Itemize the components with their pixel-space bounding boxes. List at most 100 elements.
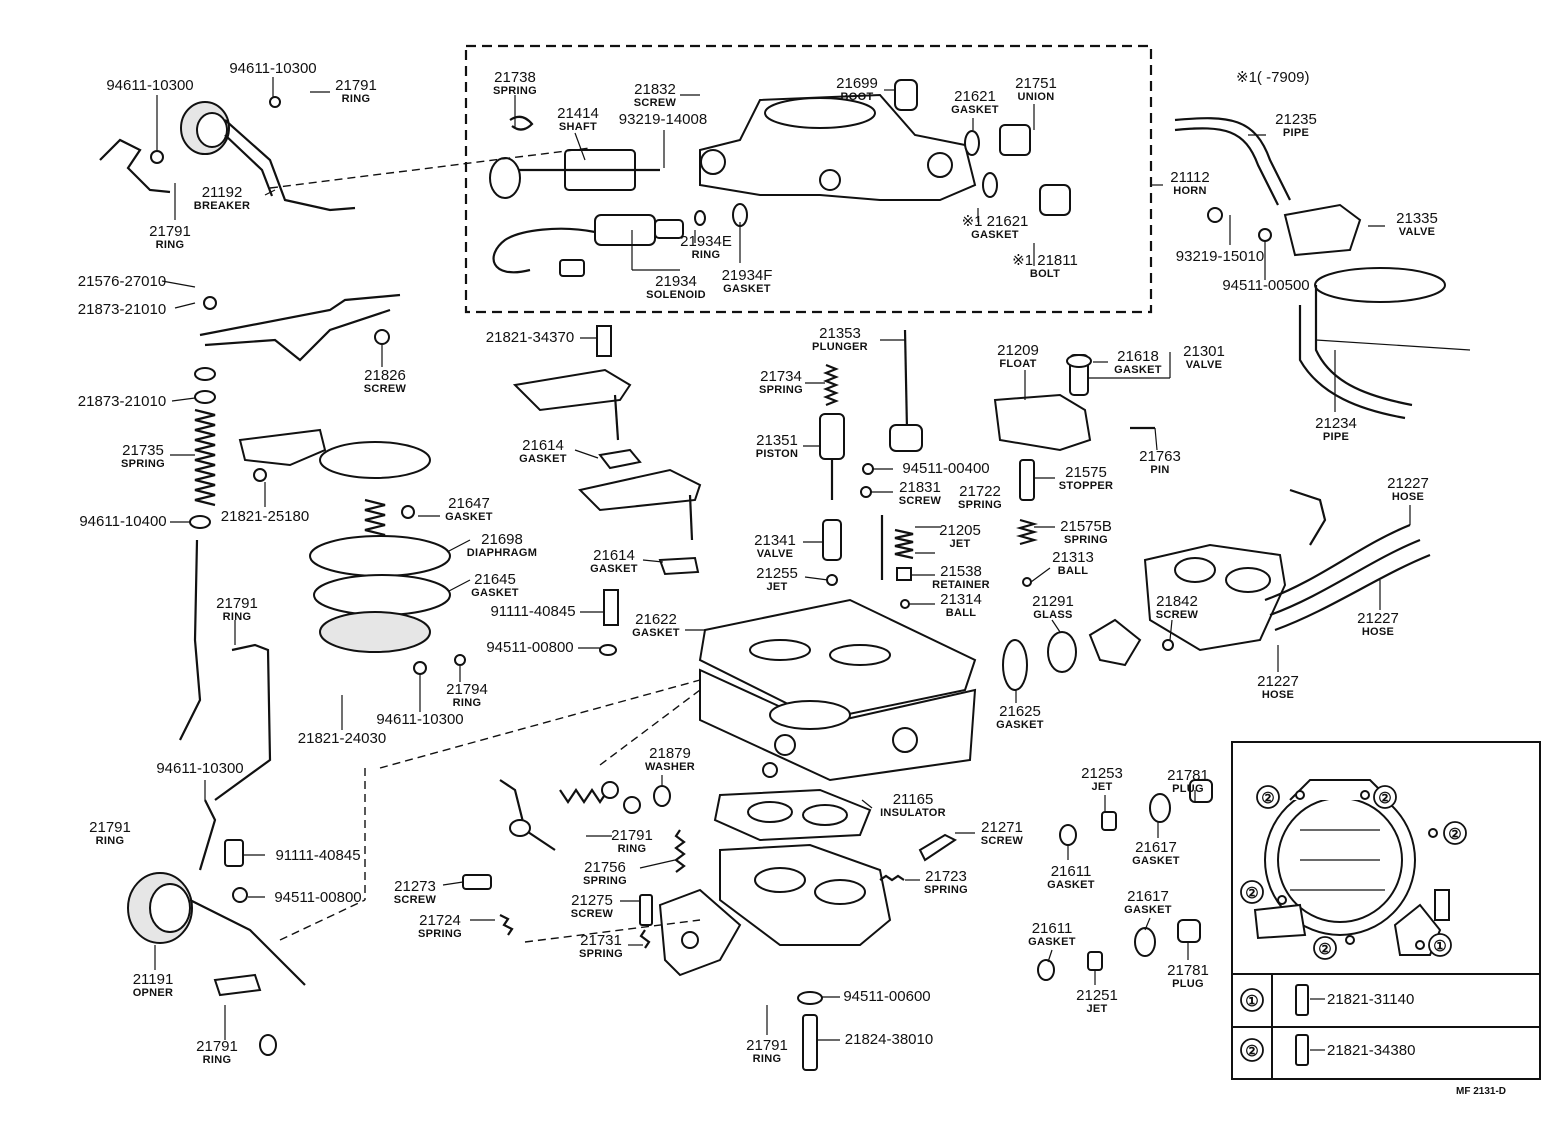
opener-drawing <box>127 799 306 1056</box>
part-number: 21723 <box>925 868 967 885</box>
part-number: 21879 <box>649 745 691 762</box>
inset-marker: ② <box>1318 941 1331 958</box>
part-name: GASKET <box>1047 879 1095 891</box>
part-name: JET <box>1091 781 1112 793</box>
part-name: SCREW <box>981 835 1024 847</box>
part-name: SPRING <box>121 458 165 470</box>
callout-c27: 21873-21010 <box>78 393 166 410</box>
part-name: PLUG <box>1172 783 1204 795</box>
part-number: 21617 <box>1127 888 1169 905</box>
legend-number-1: 21821-31140 <box>1327 991 1414 1008</box>
callout-c30: 94611-10400 <box>79 513 166 530</box>
part-name: PLUNGER <box>812 341 868 353</box>
part-number: 93219-15010 <box>1176 248 1264 265</box>
callout-c36: 94611-10300 <box>376 711 463 728</box>
part-number: 21751 <box>1015 75 1057 92</box>
part-number: 21335 <box>1396 210 1438 227</box>
leader-lines <box>154 77 1411 1041</box>
part-name: BALL <box>1058 565 1089 577</box>
part-number: 21731 <box>580 932 622 949</box>
part-number: 21622 <box>635 611 677 628</box>
part-name: GASKET <box>723 283 771 295</box>
callout-c09: 93219-14008 <box>619 111 707 128</box>
part-name: BALL <box>946 607 977 619</box>
callout-c70: 91111-40845 <box>275 847 360 864</box>
callout-c71: 94511-00800 <box>274 889 361 906</box>
breaker-drawing <box>99 96 356 212</box>
part-number: 21934F <box>722 267 773 284</box>
part-number: 94511-00400 <box>902 460 989 477</box>
part-number: 21314 <box>940 591 982 608</box>
part-number: 21271 <box>981 819 1023 836</box>
part-number: ※1 21811 <box>1012 252 1078 269</box>
horn-drawing <box>489 79 1071 277</box>
callout-c02: 94611-10300 <box>229 60 316 77</box>
inset-marker-circle <box>1240 880 1264 904</box>
part-number: 21235 <box>1275 111 1317 128</box>
part-name: SPRING <box>579 948 623 960</box>
callout-c68: 94611-10300 <box>156 760 243 777</box>
part-number: 21791 <box>196 1038 238 1055</box>
part-number: 21791 <box>746 1037 788 1054</box>
part-name: HOSE <box>1262 689 1294 701</box>
part-name: STOPPER <box>1059 480 1113 492</box>
callout-c85: 21824-38010 <box>845 1031 933 1048</box>
legend-number-2: 21821-34380 <box>1327 1042 1415 1059</box>
inset-marker-circle <box>1443 821 1467 845</box>
part-name: GASKET <box>971 229 1019 241</box>
part-number: 21794 <box>446 681 488 698</box>
callout-c21: 93219-15010 <box>1176 248 1264 265</box>
part-name: GASKET <box>1124 904 1172 916</box>
part-number: 21538 <box>940 563 982 580</box>
part-name: RETAINER <box>932 579 990 591</box>
part-number: 21621 <box>954 88 996 105</box>
part-name: PIN <box>1150 464 1169 476</box>
part-name: RING <box>618 843 647 855</box>
part-name: VALVE <box>757 548 794 560</box>
part-name: JET <box>949 538 970 550</box>
part-number: 21227 <box>1357 610 1399 627</box>
part-name: VALVE <box>1186 359 1223 371</box>
part-number: 21611 <box>1032 920 1073 937</box>
part-number: 93219-14008 <box>619 111 707 128</box>
part-number: 21756 <box>584 859 626 876</box>
figure-code: MF 2131-D <box>1456 1086 1506 1097</box>
part-name: JET <box>766 581 787 593</box>
plunger-drawing <box>819 329 923 609</box>
part-name: VALVE <box>1399 226 1436 238</box>
part-name: SPRING <box>583 875 627 887</box>
part-name: SPRING <box>759 384 803 396</box>
part-number: 21611 <box>1051 863 1092 880</box>
part-number: 21575 <box>1065 464 1107 481</box>
callout-labels: 94611-1030094611-1030021791RING21192BREA… <box>78 60 1438 1066</box>
diaphragm-drawing <box>214 428 466 801</box>
part-name: RING <box>203 1054 232 1066</box>
part-name: SPRING <box>1064 534 1108 546</box>
part-number: 21291 <box>1032 593 1074 610</box>
